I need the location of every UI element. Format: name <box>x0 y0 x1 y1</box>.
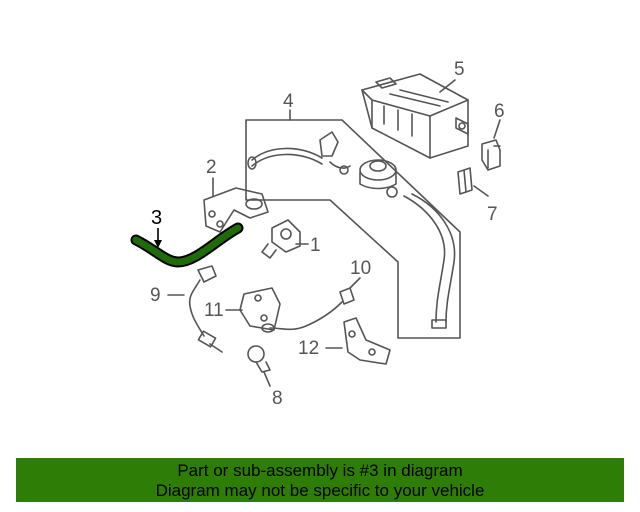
callout-5: 5 <box>454 59 465 80</box>
assembly-frame-4 <box>245 119 461 339</box>
callout-4: 4 <box>283 91 294 112</box>
purge-valve <box>359 159 397 181</box>
callout-9: 9 <box>150 285 161 306</box>
leader-7 <box>473 185 489 197</box>
solenoid-1 <box>261 219 301 259</box>
long-hose <box>403 195 446 323</box>
highlighted-hose-3 <box>130 222 244 268</box>
leader-5 <box>439 79 456 93</box>
info-banner: Part or sub-assembly is #3 in diagram Di… <box>16 458 624 502</box>
callout-8: 8 <box>272 388 283 409</box>
hose-clip <box>319 131 339 157</box>
bracket-2 <box>203 187 269 233</box>
connector-7 <box>457 167 473 195</box>
callout-11: 11 <box>204 300 224 321</box>
callout-1: 1 <box>310 235 321 256</box>
leader-6 <box>493 119 501 139</box>
bracket-12 <box>343 317 391 365</box>
banner-line-2: Diagram may not be specific to your vehi… <box>155 481 485 500</box>
vent-valve-6 <box>481 139 501 171</box>
vent-hose <box>251 147 323 161</box>
leader-8 <box>263 371 271 387</box>
sensor-10 <box>261 287 355 333</box>
callout-10: 10 <box>350 258 372 279</box>
callout-12: 12 <box>298 338 320 359</box>
charcoal-canister-5 <box>361 73 469 159</box>
bracket-11 <box>239 287 281 331</box>
sensor-8 <box>247 345 271 373</box>
callout-6: 6 <box>494 101 505 122</box>
banner-line-1: Part or sub-assembly is #3 in diagram <box>177 461 463 480</box>
callout-7: 7 <box>487 204 498 225</box>
callout-2: 2 <box>206 157 217 178</box>
sensor-9 <box>188 265 223 353</box>
callout-3: 3 <box>151 207 163 229</box>
leader-10 <box>349 277 361 289</box>
